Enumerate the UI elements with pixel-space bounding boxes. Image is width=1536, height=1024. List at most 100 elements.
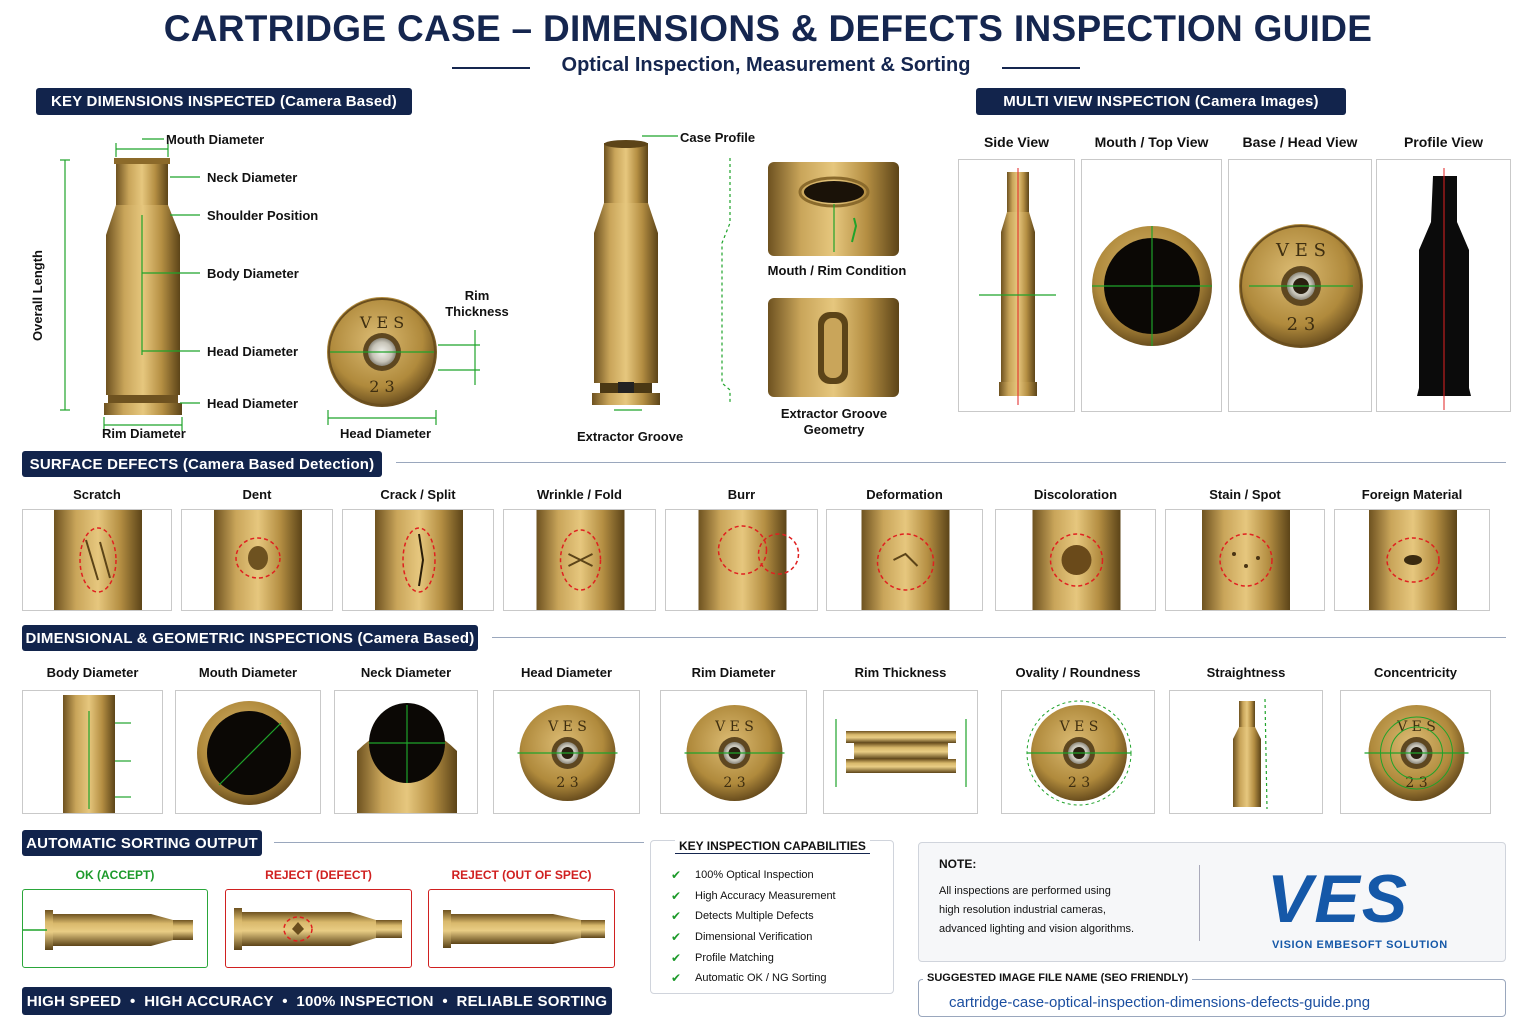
sorting-heading: AUTOMATIC SORTING OUTPUT bbox=[22, 830, 262, 856]
svg-text:2 3: 2 3 bbox=[1287, 314, 1316, 335]
reject-spec-panel bbox=[428, 889, 615, 968]
dim-label-mouth-diameter: Mouth Diameter bbox=[198, 665, 298, 680]
label-shoulder-position: Shoulder Position bbox=[207, 208, 319, 223]
mouth-top-view-panel bbox=[1081, 159, 1222, 412]
label-extractor-groove-geometry: Extractor Groove Geometry bbox=[780, 406, 888, 437]
capability-label: Automatic OK / NG Sorting bbox=[695, 972, 827, 985]
defect-image-foreign-material bbox=[1334, 509, 1490, 611]
capability-item: ✔ Detects Multiple Defects bbox=[671, 906, 836, 927]
side-view-panel bbox=[958, 159, 1075, 412]
sorting-rule bbox=[274, 842, 644, 843]
reject-defect-label: REJECT (DEFECT) bbox=[265, 868, 372, 882]
check-icon: ✔ bbox=[671, 950, 682, 965]
label-rim-thickness: Rim Thickness bbox=[445, 288, 509, 319]
profile-view-panel bbox=[1376, 159, 1511, 412]
view-label-profile: Profile View bbox=[1403, 134, 1484, 150]
reject-defect-panel bbox=[225, 889, 412, 968]
ok-accept-panel bbox=[22, 889, 208, 968]
multi-view-heading: MULTI VIEW INSPECTION (Camera Images) bbox=[976, 88, 1346, 115]
defect-image-crack-split bbox=[342, 509, 494, 611]
dim-image-ovality-roundness: V E S 2 3 bbox=[1001, 690, 1155, 814]
label-overall-length: Overall Length bbox=[30, 249, 46, 342]
dim-label-ovality-roundness: Ovality / Roundness bbox=[1015, 665, 1141, 680]
check-icon: ✔ bbox=[671, 909, 682, 924]
filename-value: cartridge-case-optical-inspection-dimens… bbox=[949, 994, 1371, 1011]
dim-image-straightness bbox=[1169, 690, 1323, 814]
capability-label: High Accuracy Measurement bbox=[695, 889, 836, 902]
page-title: CARTRIDGE CASE – DIMENSIONS & DEFECTS IN… bbox=[163, 8, 1373, 49]
defect-image-stain-spot bbox=[1165, 509, 1325, 611]
subtitle-rule-left bbox=[452, 67, 530, 69]
capability-item: ✔Dimensional Verification bbox=[671, 927, 836, 948]
defect-label-burr: Burr bbox=[727, 487, 756, 502]
defect-image-discoloration bbox=[995, 509, 1156, 611]
capabilities-heading: KEY INSPECTION CAPABILITIES bbox=[675, 839, 870, 854]
defect-label-wrinkle-fold: Wrinkle / Fold bbox=[537, 487, 622, 502]
check-icon: ✔ bbox=[671, 888, 682, 903]
note-line-2: high resolution industrial cameras, bbox=[939, 904, 1106, 916]
check-icon: ✔ bbox=[671, 930, 682, 945]
svg-text:V E S: V E S bbox=[1059, 719, 1099, 735]
label-rim-diameter: Rim Diameter bbox=[102, 426, 186, 441]
defect-image-dent bbox=[181, 509, 333, 611]
defect-label-stain-spot: Stain / Spot bbox=[1209, 487, 1281, 502]
case-profile-diagram bbox=[592, 135, 731, 411]
surface-defects-heading: SURFACE DEFECTS (Camera Based Detection) bbox=[22, 451, 382, 477]
capability-label: Detects Multiple Defects bbox=[695, 910, 814, 923]
dim-label-concentricity: Concentricity bbox=[1373, 665, 1458, 680]
defect-image-wrinkle-fold bbox=[503, 509, 656, 611]
headstamp-dimension-diagram: V E S 2 3 bbox=[327, 297, 480, 425]
extractor-groove-image bbox=[768, 298, 899, 397]
view-label-base-head: Base / Head View bbox=[1242, 134, 1358, 150]
dim-label-rim-thickness: Rim Thickness bbox=[854, 665, 947, 680]
label-mouth-diameter: Mouth Diameter bbox=[166, 132, 265, 147]
view-label-side: Side View bbox=[983, 134, 1050, 150]
filename-heading: SUGGESTED IMAGE FILE NAME (SEO FRIENDLY) bbox=[923, 972, 1193, 984]
label-extractor-groove: Extractor Groove bbox=[577, 429, 684, 444]
check-icon: ✔ bbox=[671, 868, 682, 883]
svg-text:V E S: V E S bbox=[714, 719, 754, 735]
dimensional-heading: DIMENSIONAL & GEOMETRIC INSPECTIONS (Cam… bbox=[22, 625, 478, 651]
ves-logo: VES bbox=[1267, 861, 1410, 937]
label-case-profile: Case Profile bbox=[680, 130, 756, 145]
label-head-diameter-2: Head Diameter bbox=[207, 396, 299, 411]
svg-text:2 3: 2 3 bbox=[556, 775, 578, 791]
capability-item: ✔ Automatic OK / NG Sorting bbox=[671, 968, 836, 989]
capability-item: ✔ High Accuracy Measurement bbox=[671, 886, 836, 907]
note-heading: NOTE: bbox=[939, 857, 977, 871]
label-head-diameter-1: Head Diameter bbox=[207, 344, 299, 359]
defect-label-crack-split: Crack / Split bbox=[380, 487, 456, 502]
note-line-1: All inspections are performed using bbox=[939, 885, 1111, 897]
svg-text:V E S: V E S bbox=[1275, 240, 1326, 261]
note-panel: NOTE: All inspections are performed usin… bbox=[918, 842, 1506, 962]
mouth-rim-condition-image bbox=[768, 162, 899, 256]
capabilities-list: ✔ 100% Optical Inspection ✔ High Accuracy M… bbox=[671, 865, 836, 989]
dim-label-rim-diameter: Rim Diameter bbox=[691, 665, 776, 680]
dim-image-rim-thickness bbox=[823, 690, 978, 814]
label-neck-diameter: Neck Diameter bbox=[207, 170, 298, 185]
defect-label-deformation: Deformation bbox=[866, 487, 943, 502]
svg-text:2 3: 2 3 bbox=[1405, 775, 1427, 791]
capability-item: ✔ 100% Optical Inspection bbox=[671, 865, 836, 886]
dim-image-mouth-diameter bbox=[175, 690, 321, 814]
svg-text:2 3: 2 3 bbox=[369, 377, 394, 396]
note-line-3: advanced lighting and vision algorithms. bbox=[939, 923, 1135, 935]
feature-banner: HIGH SPEED • HIGH ACCURACY • 100% INSPEC… bbox=[22, 987, 612, 1015]
dim-image-body-diameter bbox=[22, 690, 163, 814]
note-divider bbox=[1199, 865, 1200, 941]
filename-box: SUGGESTED IMAGE FILE NAME (SEO FRIENDLY)… bbox=[918, 972, 1506, 1017]
surface-defects-rule bbox=[396, 462, 1506, 463]
dim-label-straightness: Straightness bbox=[1206, 665, 1286, 680]
check-icon: ✔ bbox=[671, 971, 682, 986]
cartridge-dimension-diagram bbox=[60, 138, 200, 431]
base-head-view-panel: V E S 2 3 bbox=[1228, 159, 1372, 412]
label-head-diameter-base: Head Diameter bbox=[340, 426, 432, 441]
defect-label-discoloration: Discoloration bbox=[1033, 487, 1118, 502]
svg-text:2 3: 2 3 bbox=[1068, 775, 1090, 791]
capability-label: 100% Optical Inspection bbox=[695, 869, 814, 882]
capability-item: ✔Profile Matching bbox=[671, 947, 836, 968]
defect-label-foreign-material: Foreign Material bbox=[1361, 487, 1463, 502]
